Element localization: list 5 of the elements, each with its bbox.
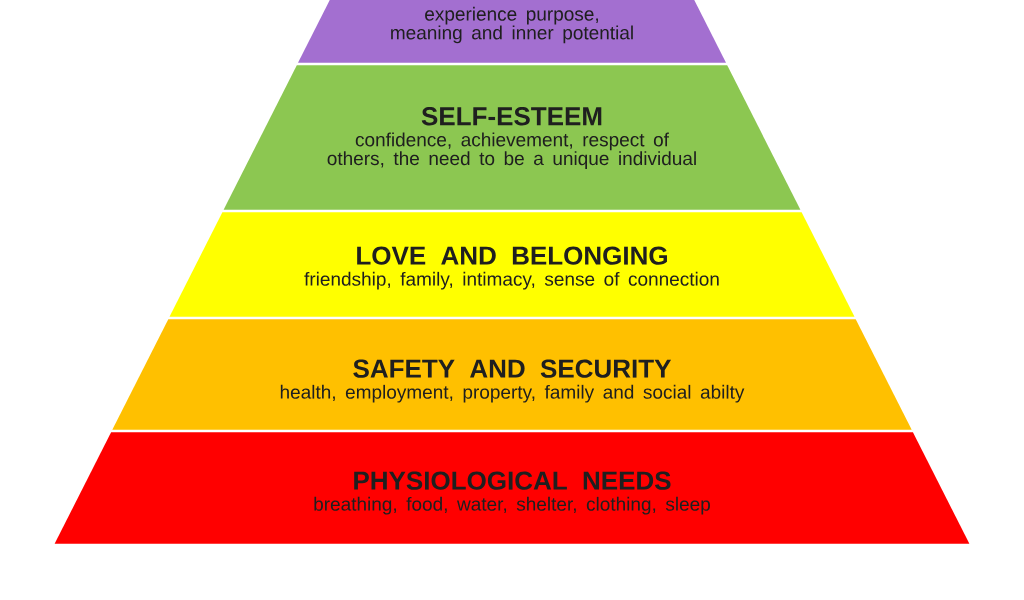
pyramid-level: SAFETY AND SECURITY health, employment, property, family and social abilty [112,319,912,430]
pyramid-level: experience purpose, meaning and inner potential [298,0,726,63]
pyramid-level: LOVE AND BELONGING friendship, family, intimacy, sense of connection [169,212,855,317]
pyramid-level: SELF-ESTEEM confidence, achievement, respect of others, the need to be a unique individual [223,65,801,210]
pyramid-level: PHYSIOLOGICAL NEEDS breathing, food, water, shelter, clothing, sleep [54,432,970,544]
